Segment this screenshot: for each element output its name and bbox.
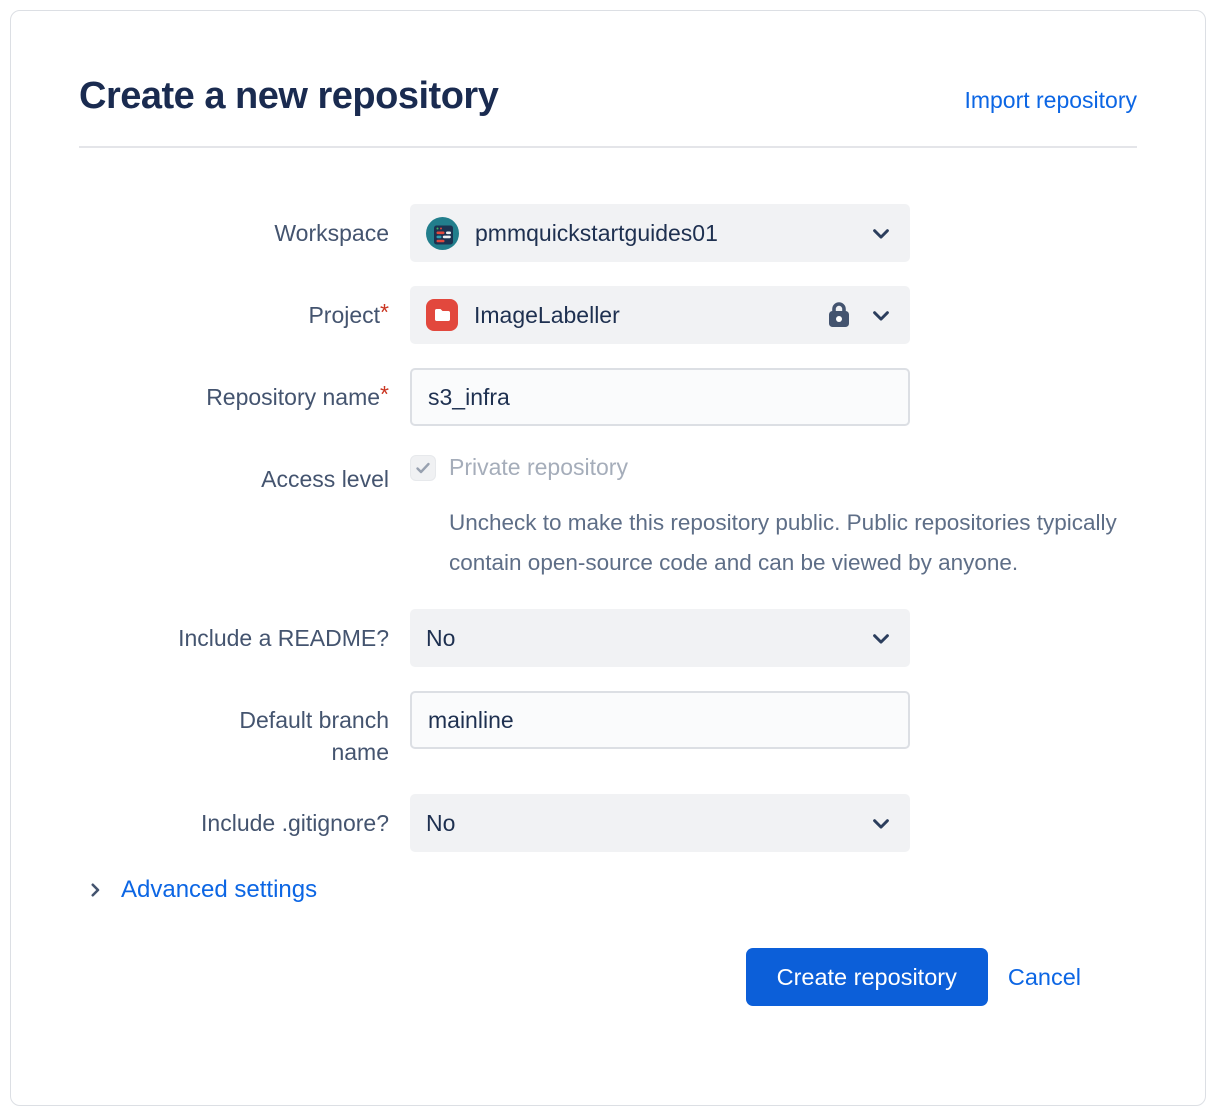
dialog-actions: Create repository Cancel — [79, 948, 1137, 1006]
project-select[interactable]: ImageLabeller — [410, 286, 910, 344]
chevron-right-icon — [86, 881, 104, 899]
include-gitignore-label: Include .gitignore? — [201, 810, 389, 836]
chevron-down-icon — [870, 812, 892, 834]
header-divider — [79, 146, 1137, 148]
access-level-label: Access level — [261, 466, 389, 492]
project-row: Project* ImageLabeller — [79, 286, 1137, 344]
include-gitignore-value: No — [426, 809, 456, 836]
advanced-settings-toggle[interactable]: Advanced settings — [86, 876, 1137, 904]
lock-icon — [826, 300, 852, 330]
cancel-button[interactable]: Cancel — [1007, 963, 1081, 990]
create-repository-dialog: Create a new repository Import repositor… — [10, 10, 1206, 1106]
project-value: ImageLabeller — [474, 301, 620, 328]
chevron-down-icon — [870, 222, 892, 244]
required-asterisk: * — [380, 299, 389, 325]
project-folder-icon — [426, 299, 458, 331]
include-gitignore-row: Include .gitignore? No — [79, 794, 1137, 852]
advanced-settings-label: Advanced settings — [121, 876, 318, 903]
default-branch-input[interactable] — [410, 691, 910, 749]
page-title: Create a new repository — [79, 75, 499, 117]
import-repository-link[interactable]: Import repository — [964, 87, 1137, 113]
workspace-select[interactable]: pmmquickstartguides01 — [410, 204, 910, 262]
private-repository-checkbox[interactable] — [410, 454, 436, 481]
workspace-avatar — [426, 216, 459, 250]
repository-name-row: Repository name* — [79, 368, 1137, 426]
include-readme-select[interactable]: No — [410, 609, 910, 667]
dialog-header: Create a new repository Import repositor… — [79, 75, 1137, 118]
repository-name-label: Repository name* — [206, 381, 389, 410]
checkmark-icon — [416, 462, 430, 473]
default-branch-row: Default branch name — [79, 691, 1137, 768]
repository-name-input[interactable] — [410, 368, 910, 426]
default-branch-label: Default branch name — [239, 707, 389, 765]
access-level-help-text: Uncheck to make this repository public. … — [449, 510, 1117, 575]
workspace-label: Workspace — [274, 220, 389, 246]
chevron-down-icon — [870, 304, 892, 326]
required-asterisk: * — [380, 381, 389, 407]
create-repository-button[interactable]: Create repository — [745, 948, 988, 1006]
workspace-value: pmmquickstartguides01 — [475, 219, 718, 246]
access-level-row: Access level Private repository Uncheck … — [79, 450, 1137, 583]
workspace-row: Workspace — [79, 204, 1137, 262]
private-repository-label: Private repository — [449, 454, 628, 480]
include-gitignore-select[interactable]: No — [410, 794, 910, 852]
include-readme-row: Include a README? No — [79, 609, 1137, 667]
chevron-down-icon — [870, 627, 892, 649]
include-readme-value: No — [426, 624, 456, 651]
project-label: Project* — [308, 299, 389, 328]
include-readme-label: Include a README? — [178, 625, 389, 651]
